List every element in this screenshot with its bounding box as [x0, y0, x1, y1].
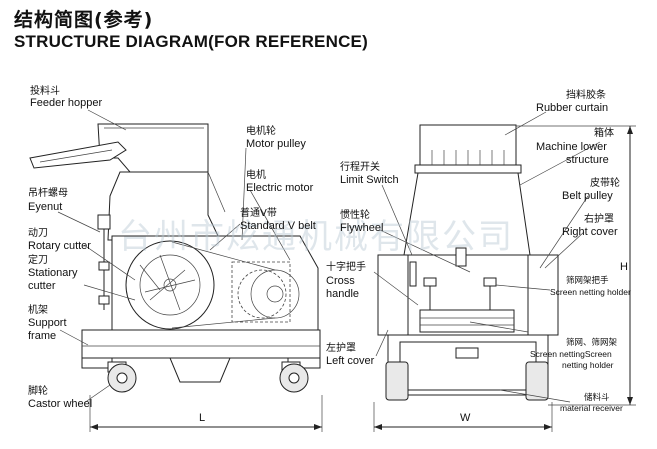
svg-text:挡料胶条: 挡料胶条: [566, 88, 606, 101]
label-machine-lower-structure: 箱体 Machine lower structure: [536, 126, 614, 166]
svg-text:电机轮: 电机轮: [246, 124, 276, 137]
page-title-chinese: 结构简图(参考): [14, 9, 154, 31]
dimension-h-label: H: [620, 261, 628, 273]
svg-text:Stationary: Stationary: [28, 267, 78, 279]
svg-text:十字把手: 十字把手: [326, 260, 366, 273]
svg-text:储料斗: 储料斗: [584, 392, 610, 403]
label-rotary-cutter: 动刀 Rotary cutter: [28, 227, 91, 252]
svg-text:Left cover: Left cover: [326, 355, 375, 367]
front-view-drawing: [373, 111, 636, 432]
svg-text:皮带轮: 皮带轮: [590, 176, 620, 189]
watermark: 台州市炫通机械有限公司: [118, 217, 514, 257]
svg-text:Feeder hopper: Feeder hopper: [30, 97, 102, 109]
svg-text:筛网、筛网架: 筛网、筛网架: [566, 337, 618, 348]
svg-text:投料斗: 投料斗: [30, 84, 60, 97]
dimension-w-label: W: [460, 412, 471, 424]
label-screen-netting-holder: 筛网架把手 Screen netting holder: [550, 275, 631, 297]
svg-text:Flywheel: Flywheel: [340, 222, 383, 234]
svg-text:脚轮: 脚轮: [28, 384, 48, 397]
label-eyenut: 吊杆螺母 Eyenut: [28, 187, 68, 213]
label-screen-netting: 筛网、筛网架 Screen nettingScreen netting hold…: [530, 337, 618, 370]
svg-text:Electric motor: Electric motor: [246, 182, 314, 194]
label-motor-pulley: 电机轮 Motor pulley: [246, 124, 306, 150]
svg-text:机架: 机架: [28, 303, 48, 316]
svg-text:Castor wheel: Castor wheel: [28, 398, 92, 410]
svg-text:handle: handle: [326, 288, 359, 300]
label-stationary-cutter: 定刀 Stationary cutter: [28, 253, 78, 292]
svg-text:Screen nettingScreen: Screen nettingScreen: [530, 349, 612, 359]
svg-text:吊杆螺母: 吊杆螺母: [28, 187, 68, 199]
label-castor-wheel: 脚轮 Castor wheel: [28, 384, 92, 410]
svg-text:Support: Support: [28, 317, 67, 329]
svg-text:定刀: 定刀: [28, 253, 48, 266]
label-belt-pulley: 皮带轮 Belt pulley: [562, 176, 620, 202]
svg-text:Rubber curtain: Rubber curtain: [536, 102, 608, 114]
svg-text:Machine lower: Machine lower: [536, 141, 607, 153]
svg-text:Screen netting holder: Screen netting holder: [550, 287, 631, 297]
svg-text:Standard V belt: Standard V belt: [240, 220, 316, 232]
svg-text:Belt pulley: Belt pulley: [562, 190, 613, 202]
svg-text:Cross: Cross: [326, 275, 355, 287]
label-left-cover: 左护罩 Left cover: [326, 341, 375, 367]
svg-text:Eyenut: Eyenut: [28, 201, 62, 213]
svg-text:动刀: 动刀: [28, 227, 48, 239]
svg-text:Limit Switch: Limit Switch: [340, 174, 399, 186]
page-title-english: STRUCTURE DIAGRAM(FOR REFERENCE): [14, 32, 368, 51]
label-limit-switch: 行程开关 Limit Switch: [340, 160, 399, 186]
svg-text:电机: 电机: [246, 168, 266, 181]
dimension-l-label: L: [199, 412, 205, 424]
svg-text:frame: frame: [28, 330, 56, 342]
svg-text:Motor pulley: Motor pulley: [246, 138, 306, 150]
label-material-receiver: 储料斗 material receiver: [560, 392, 623, 413]
label-rubber-curtain: 挡料胶条 Rubber curtain: [536, 88, 608, 114]
svg-text:Rotary cutter: Rotary cutter: [28, 240, 91, 252]
svg-text:箱体: 箱体: [594, 126, 614, 139]
label-electric-motor: 电机 Electric motor: [246, 168, 314, 194]
svg-text:筛网架把手: 筛网架把手: [566, 275, 609, 286]
svg-text:惯性轮: 惯性轮: [340, 208, 370, 221]
svg-text:cutter: cutter: [28, 280, 56, 292]
label-cross-handle: 十字把手 Cross handle: [326, 260, 366, 300]
label-standard-v-belt: 普通V带 Standard V belt: [240, 206, 316, 232]
svg-text:material receiver: material receiver: [560, 403, 623, 413]
svg-text:行程开关: 行程开关: [340, 160, 380, 173]
svg-text:Right cover: Right cover: [562, 226, 618, 238]
label-right-cover: 右护罩 Right cover: [562, 212, 618, 238]
side-view-drawing: [29, 109, 323, 432]
label-feeder-hopper: 投料斗 Feeder hopper: [30, 84, 102, 109]
label-flywheel: 惯性轮 Flywheel: [340, 208, 383, 234]
svg-text:左护罩: 左护罩: [326, 341, 356, 354]
label-support-frame: 机架 Support frame: [28, 303, 67, 342]
svg-text:netting holder: netting holder: [562, 360, 614, 370]
svg-text:普通V带: 普通V带: [240, 206, 277, 219]
svg-text:structure: structure: [566, 154, 609, 166]
svg-text:右护罩: 右护罩: [584, 212, 614, 225]
